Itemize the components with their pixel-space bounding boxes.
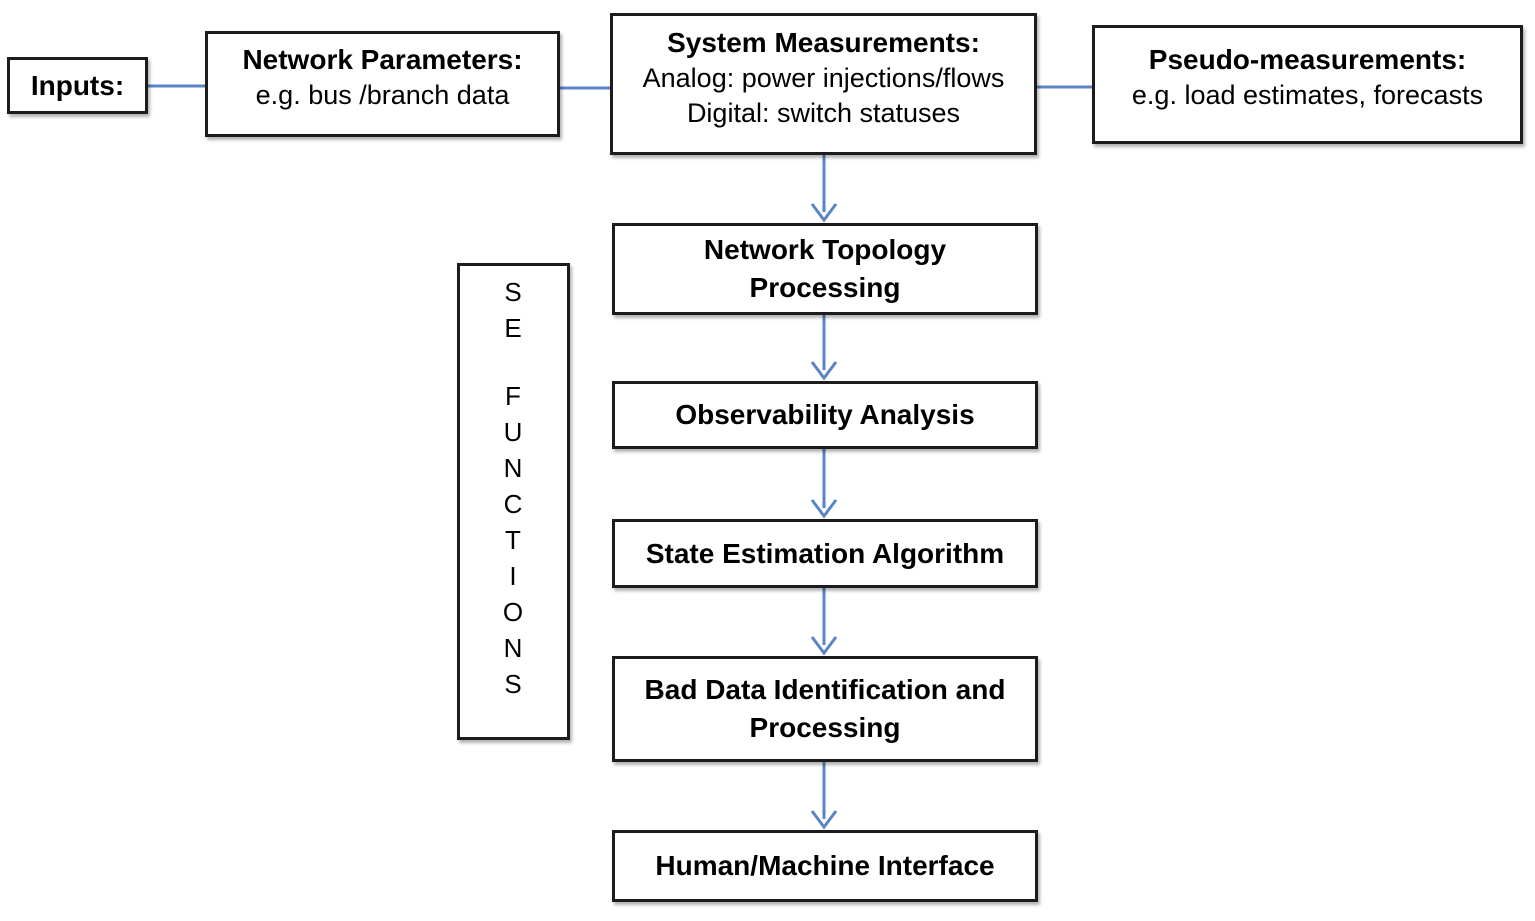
- system-measurements-title: System Measurements:: [667, 27, 980, 58]
- flow-box-label-line: Processing: [749, 272, 901, 303]
- arrow-bad-data-to-human-machine: [810, 762, 838, 830]
- system-measurements-box: System Measurements: Analog: power injec…: [610, 13, 1037, 155]
- inputs-box: Inputs:: [7, 57, 148, 114]
- pseudo-measurements-subtitle: e.g. load estimates, forecasts: [1131, 80, 1484, 110]
- network-parameters-box: Network Parameters: e.g. bus /branch dat…: [205, 31, 560, 137]
- flow-box-human-machine-interface: Human/Machine Interface: [612, 830, 1038, 902]
- arrow-network-topology-to-observability: [810, 315, 838, 381]
- flow-box-network-topology-processing: Network Topology Processing: [612, 223, 1038, 315]
- se-letter: U: [503, 417, 524, 447]
- arrow-system-measurements-to-network-topology: [810, 155, 838, 223]
- flow-box-label-line: State Estimation Algorithm: [645, 537, 1005, 569]
- flow-box-observability-analysis: Observability Analysis: [612, 381, 1038, 449]
- network-parameters-title: Network Parameters:: [242, 44, 523, 75]
- system-measurements-digital-line: Digital: switch statuses: [686, 98, 961, 128]
- network-parameters-subtitle: e.g. bus /branch data: [255, 80, 510, 110]
- arrow-state-estimation-to-bad-data: [810, 588, 838, 656]
- se-letter: N: [503, 633, 524, 663]
- se-letter: F: [505, 381, 522, 411]
- se-letter: C: [503, 489, 524, 519]
- flow-box-label-line: Observability Analysis: [675, 399, 975, 430]
- flow-box-label-line: Network Topology: [703, 234, 947, 265]
- se-letter: O: [502, 597, 525, 627]
- flow-box-label-line: Processing: [749, 712, 901, 743]
- inputs-label: Inputs:: [30, 69, 125, 101]
- pseudo-measurements-title: Pseudo-measurements:: [1148, 44, 1467, 75]
- se-letter: E: [504, 313, 523, 343]
- se-functions-box: S E F U N C T I O N S: [457, 263, 570, 740]
- flow-box-state-estimation-algorithm: State Estimation Algorithm: [612, 519, 1038, 588]
- se-letter: S: [504, 669, 523, 699]
- arrow-observability-to-state-estimation: [810, 449, 838, 519]
- pseudo-measurements-box: Pseudo-measurements: e.g. load estimates…: [1092, 25, 1523, 144]
- se-letter: N: [503, 453, 524, 483]
- flow-box-label-line: Bad Data Identification and: [644, 674, 1006, 705]
- flow-box-bad-data-identification: Bad Data Identification and Processing: [612, 656, 1038, 762]
- system-measurements-analog-line: Analog: power injections/flows: [642, 63, 1005, 93]
- se-letter: S: [504, 277, 523, 307]
- flow-box-label-line: Human/Machine Interface: [655, 850, 995, 881]
- se-letter: T: [505, 525, 522, 555]
- se-letter: I: [509, 561, 518, 591]
